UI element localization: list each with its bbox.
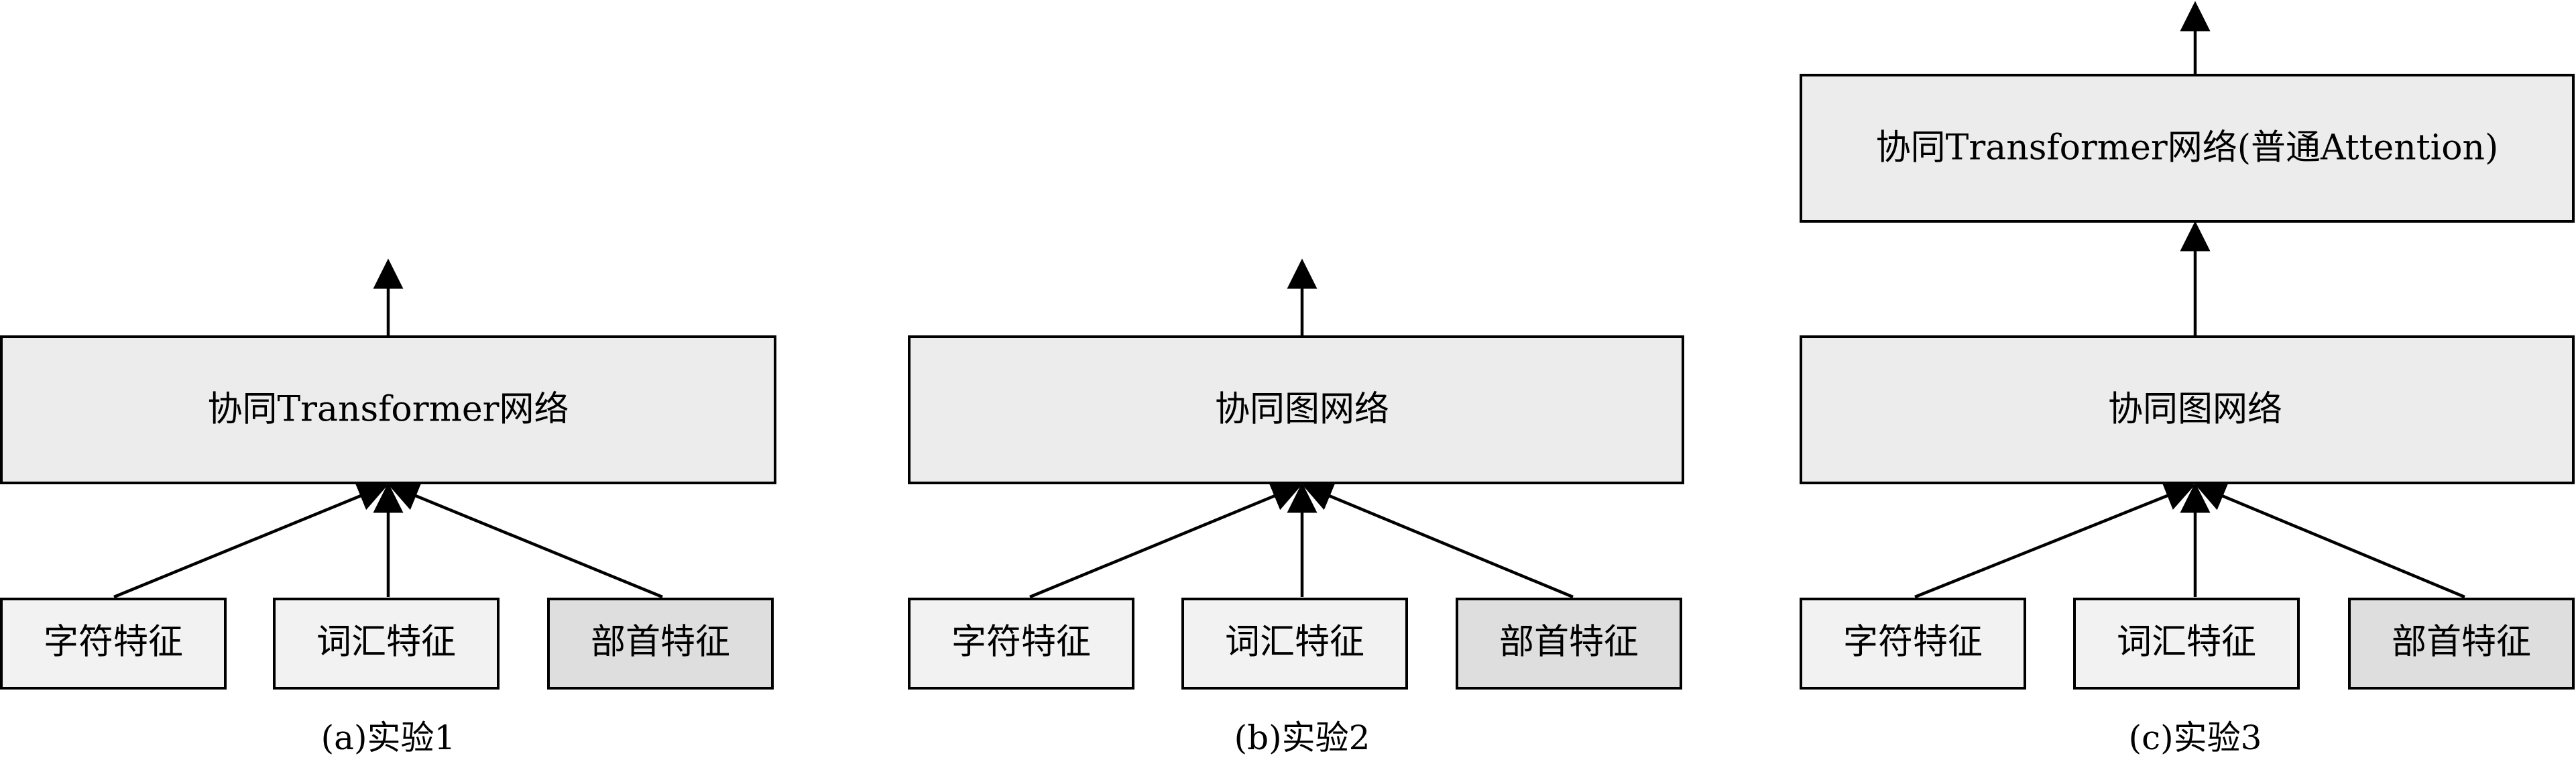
panel-b-radical-to-main-arrow bbox=[1301, 482, 1574, 599]
panel-a-main-box-label: 协同Transformer网络 bbox=[207, 390, 569, 430]
panel-c-top-box bbox=[1800, 74, 2575, 223]
panel-c-char-to-main-arrow bbox=[1914, 482, 2196, 599]
panel-c-word-feature-box bbox=[2073, 598, 2300, 690]
panel-c-main-box-label: 协同图网络 bbox=[2108, 390, 2282, 430]
panel-a-caption: (a)实验1 bbox=[321, 718, 456, 757]
panel-b-caption: (b)实验2 bbox=[1234, 718, 1370, 757]
panel-b-word-feature-box bbox=[1181, 598, 1408, 690]
panel-b-main-box bbox=[908, 335, 1684, 484]
panel-c-char-feature-label: 字符特征 bbox=[1843, 622, 1983, 663]
panel-c-main-box bbox=[1800, 335, 2575, 484]
panel-c: 协同Transformer网络(普通Attention) 协同图网络 字符特征 … bbox=[1800, 1, 2575, 757]
panel-a-word-feature-box bbox=[273, 598, 500, 690]
panel-c-top-box-label: 协同Transformer网络(普通Attention) bbox=[1876, 128, 2499, 168]
panel-a-main-box bbox=[0, 335, 776, 484]
panel-a-radical-to-main-arrow bbox=[388, 482, 663, 599]
panel-a-char-feature-label: 字符特征 bbox=[44, 622, 183, 663]
panel-c-radical-feature-label: 部首特征 bbox=[2392, 622, 2531, 663]
panel-a-char-to-main-arrow bbox=[113, 482, 389, 599]
panel-b-char-to-main-arrow bbox=[1029, 482, 1303, 599]
panel-b-char-feature-label: 字符特征 bbox=[951, 622, 1091, 663]
panel-b-radical-feature-label: 部首特征 bbox=[1499, 622, 1639, 663]
panel-a-char-feature-box bbox=[0, 598, 227, 690]
panel-c-word-feature-label: 词汇特征 bbox=[2117, 622, 2256, 663]
panel-a: 协同Transformer网络 字符特征 词汇特征 部首特征 (a)实验1 bbox=[0, 258, 776, 757]
panel-c-caption: (c)实验3 bbox=[2129, 718, 2262, 757]
panel-b-word-feature-label: 词汇特征 bbox=[1225, 622, 1364, 663]
panel-c-radical-feature-box bbox=[2348, 598, 2575, 690]
panel-a-radical-feature-box bbox=[547, 598, 774, 690]
panel-b: 协同图网络 字符特征 词汇特征 部首特征 (b)实验2 bbox=[908, 258, 1684, 757]
panel-c-radical-to-main-arrow bbox=[2194, 482, 2465, 599]
panel-a-word-feature-label: 词汇特征 bbox=[316, 622, 456, 663]
panel-c-char-feature-box bbox=[1800, 598, 2026, 690]
panel-b-char-feature-box bbox=[908, 598, 1134, 690]
panel-a-radical-feature-label: 部首特征 bbox=[591, 622, 730, 663]
panel-b-main-box-label: 协同图网络 bbox=[1215, 390, 1389, 430]
panel-b-radical-feature-box bbox=[1456, 598, 1682, 690]
